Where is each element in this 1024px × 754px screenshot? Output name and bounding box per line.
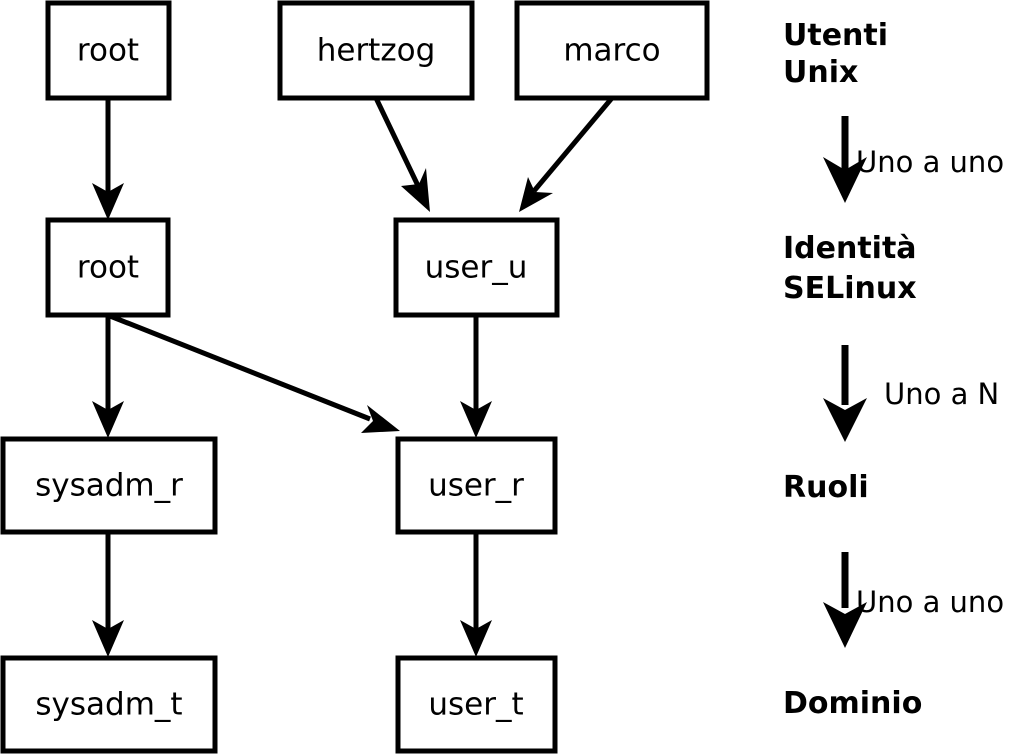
node-role-user-r[interactable]: user_r	[395, 436, 558, 535]
node-role-sysadm-r-label: sysadm_r	[35, 468, 183, 504]
legend-stage-utenti-unix: Utenti Unix	[783, 18, 888, 90]
legend-stage-dominio-line1: Dominio	[783, 686, 922, 721]
edge-unix-root-to-ident-root	[92, 98, 124, 220]
legend-stage-identita-selinux: Identità SELinux	[783, 231, 917, 306]
legend-arrow-uno-a-uno-2: Uno a uno	[823, 552, 1004, 648]
node-unix-marco[interactable]: marco	[514, 0, 710, 101]
node-domain-user-t[interactable]: user_t	[395, 655, 558, 754]
legend-arrow-uno-a-n: Uno a N	[823, 345, 999, 442]
node-ident-root-label: root	[77, 250, 139, 286]
node-role-sysadm-r[interactable]: sysadm_r	[0, 436, 218, 535]
legend-stage-utenti-unix-line1: Utenti	[783, 18, 888, 53]
node-unix-root[interactable]: root	[45, 0, 172, 101]
legend-relation-label-3: Uno a uno	[856, 585, 1004, 619]
node-unix-hertzog-label: hertzog	[317, 33, 436, 69]
legend-arrow-uno-a-uno-1: Uno a uno	[823, 116, 1004, 203]
legend-stage-identita-selinux-line2: SELinux	[783, 271, 917, 306]
node-ident-user-u-label: user_u	[425, 250, 528, 286]
node-role-user-r-label: user_r	[428, 468, 524, 504]
node-ident-user-u[interactable]: user_u	[393, 217, 560, 318]
legend-relation-label-1: Uno a uno	[856, 145, 1004, 179]
legend-stage-ruoli-line1: Ruoli	[783, 470, 869, 505]
node-domain-sysadm-t-label: sysadm_t	[35, 687, 182, 723]
edge-unix-hertzog-to-ident-user-u	[373, 96, 430, 212]
node-unix-hertzog[interactable]: hertzog	[277, 0, 475, 101]
edge-unix-marco-to-ident-user-u	[519, 96, 614, 212]
legend-relation-label-2: Uno a N	[884, 377, 999, 411]
legend-stage-identita-selinux-line1: Identità	[783, 231, 917, 266]
edge-role-sysadm-r-to-domain-sysadm-t	[92, 532, 124, 657]
edge-ident-root-to-role-sysadm-r	[92, 315, 124, 438]
node-unix-root-label: root	[77, 33, 139, 69]
node-unix-marco-label: marco	[563, 33, 660, 69]
edge-ident-user-u-to-role-user-r	[460, 315, 492, 438]
node-domain-user-t-label: user_t	[428, 687, 523, 723]
edge-ident-root-to-role-user-r	[109, 313, 400, 433]
node-domain-sysadm-t[interactable]: sysadm_t	[0, 655, 218, 754]
edge-role-user-r-to-domain-user-t	[460, 532, 492, 657]
legend-stage-ruoli: Ruoli	[783, 470, 869, 505]
legend-stage-dominio: Dominio	[783, 686, 922, 721]
node-ident-root[interactable]: root	[45, 217, 171, 318]
legend-stage-utenti-unix-line2: Unix	[783, 55, 858, 90]
